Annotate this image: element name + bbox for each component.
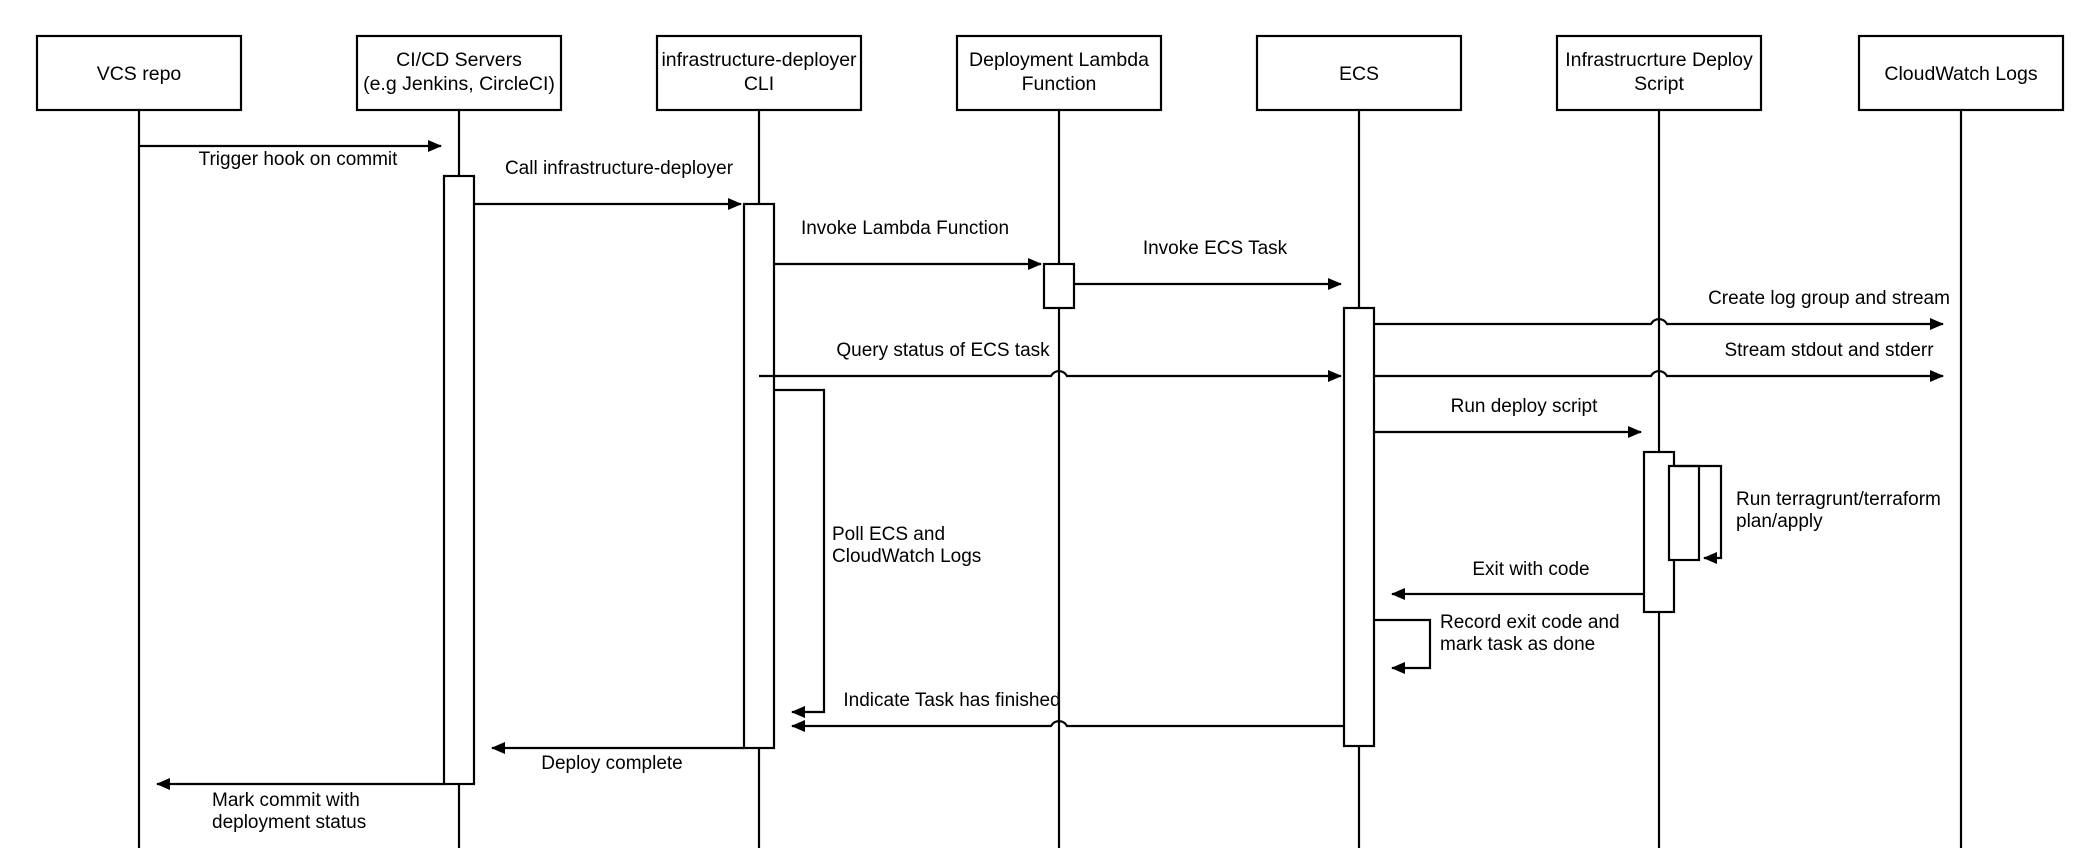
message-arrow-m5[interactable] [1374,318,1944,330]
message-label-m1-line1: Trigger hook on commit [199,149,399,170]
participant-label-cli-line1: infrastructure-deployer [661,49,857,71]
message-label-m15-line1: Mark commit with [212,790,360,811]
message-label-m9-line1: Run terragrunt/terraform [1736,489,1941,510]
message-label-m12-line1: Record exit code and [1440,612,1620,633]
participant-box-cli[interactable] [655,34,863,112]
message-label-m5-line1: Create log group and stream [1708,288,1950,309]
message-query-status-of-ecs-task[interactable]: Query status of ECS task [759,340,1342,382]
activation-ecs [1342,306,1376,748]
participant-ecs[interactable]: ECS [1255,34,1463,112]
message-label-m8-line1: Run deploy script [1451,396,1599,417]
message-poll-ecs-and-cloudwatch-logs[interactable]: Poll ECS and CloudWatch Logs [774,388,981,718]
participant-box-script[interactable] [1555,34,1763,112]
participant-box-cicd[interactable] [355,34,563,112]
message-arrow-m10[interactable] [774,388,826,718]
message-arrow-m13[interactable] [791,720,1344,732]
message-invoke-ecs-task[interactable]: Invoke ECS Task [1074,238,1342,290]
participant-label-cli-line2: CLI [744,73,774,95]
participant-label-vcs-line1: VCS repo [97,63,182,85]
participant-cicd[interactable]: CI/CD Servers (e.g Jenkins, CircleCI) [355,34,563,112]
message-indicate-task-has-finished[interactable]: Indicate Task has finished [791,690,1344,732]
message-label-m12-line2: mark task as done [1440,634,1595,655]
message-label-m10-line1: Poll ECS and [832,524,945,545]
participant-box-vcs[interactable] [35,34,243,112]
message-record-exit-code[interactable]: Record exit code and mark task as done [1374,612,1620,674]
message-trigger-hook-on-commit[interactable]: Trigger hook on commit [139,140,442,170]
participant-vcs[interactable]: VCS repo [35,34,243,112]
message-arrow-m12[interactable] [1374,618,1432,674]
message-call-infrastructure-deployer[interactable]: Call infrastructure-deployer [474,158,742,210]
activation-script-nested [1667,464,1701,562]
message-label-m10-line2: CloudWatch Logs [832,546,981,567]
participant-logs[interactable]: CloudWatch Logs [1857,34,2065,112]
message-label-m3-line1: Invoke Lambda Function [801,218,1009,239]
participant-label-lambda-line1: Deployment Lambda [969,49,1149,71]
message-deploy-complete[interactable]: Deploy complete [491,742,744,774]
message-label-m14-line1: Deploy complete [541,753,683,774]
message-mark-commit-with-deployment-status[interactable]: Mark commit with deployment status [156,778,444,833]
participant-script[interactable]: Infrastrucrture Deploy Script [1555,34,1763,112]
message-run-deploy-script[interactable]: Run deploy script [1374,396,1642,438]
message-label-m6-line1: Query status of ECS task [836,340,1050,361]
participant-label-script-line2: Script [1634,73,1684,95]
participant-label-script-line1: Infrastrucrture Deploy [1565,49,1753,71]
activation-cli [742,202,776,750]
message-label-m13-line1: Indicate Task has finished [843,690,1060,711]
participant-label-cicd-line1: CI/CD Servers [396,49,522,71]
participant-cli[interactable]: infrastructure-deployer CLI [655,34,863,112]
activation-cicd [442,174,476,786]
message-label-m4-line1: Invoke ECS Task [1143,238,1288,259]
activation-bars-group [442,174,1701,786]
message-exit-with-code[interactable]: Exit with code [1391,559,1644,600]
participant-box-logs[interactable] [1857,34,2065,112]
participant-label-ecs-line1: ECS [1339,63,1379,85]
participant-label-logs-line1: CloudWatch Logs [1884,63,2037,85]
participant-lambda[interactable]: Deployment Lambda Function [955,34,1163,112]
message-label-m9-line2: plan/apply [1736,511,1823,532]
message-invoke-lambda-function[interactable]: Invoke Lambda Function [774,218,1042,270]
message-arrow-m7[interactable] [1374,370,1944,382]
message-stream-stdout-and-stderr[interactable]: Stream stdout and stderr [1374,340,1944,382]
participant-box-ecs[interactable] [1255,34,1463,112]
message-create-log-group-and-stream[interactable]: Create log group and stream [1374,288,1950,330]
message-label-m15-line2: deployment status [212,812,366,833]
message-label-m11-line1: Exit with code [1472,559,1589,580]
message-run-terragrunt-terraform[interactable]: Run terragrunt/terraform plan/apply [1674,464,1941,564]
message-arrow-m9[interactable] [1674,464,1723,564]
activation-lambda [1042,262,1076,310]
message-arrow-m6[interactable] [759,370,1342,382]
participant-box-lambda[interactable] [955,34,1163,112]
message-label-m7-line1: Stream stdout and stderr [1724,340,1934,361]
participant-label-cicd-line2: (e.g Jenkins, CircleCI) [363,73,555,95]
participant-label-lambda-line2: Function [1022,73,1097,95]
message-label-m2-line1: Call infrastructure-deployer [505,158,734,179]
